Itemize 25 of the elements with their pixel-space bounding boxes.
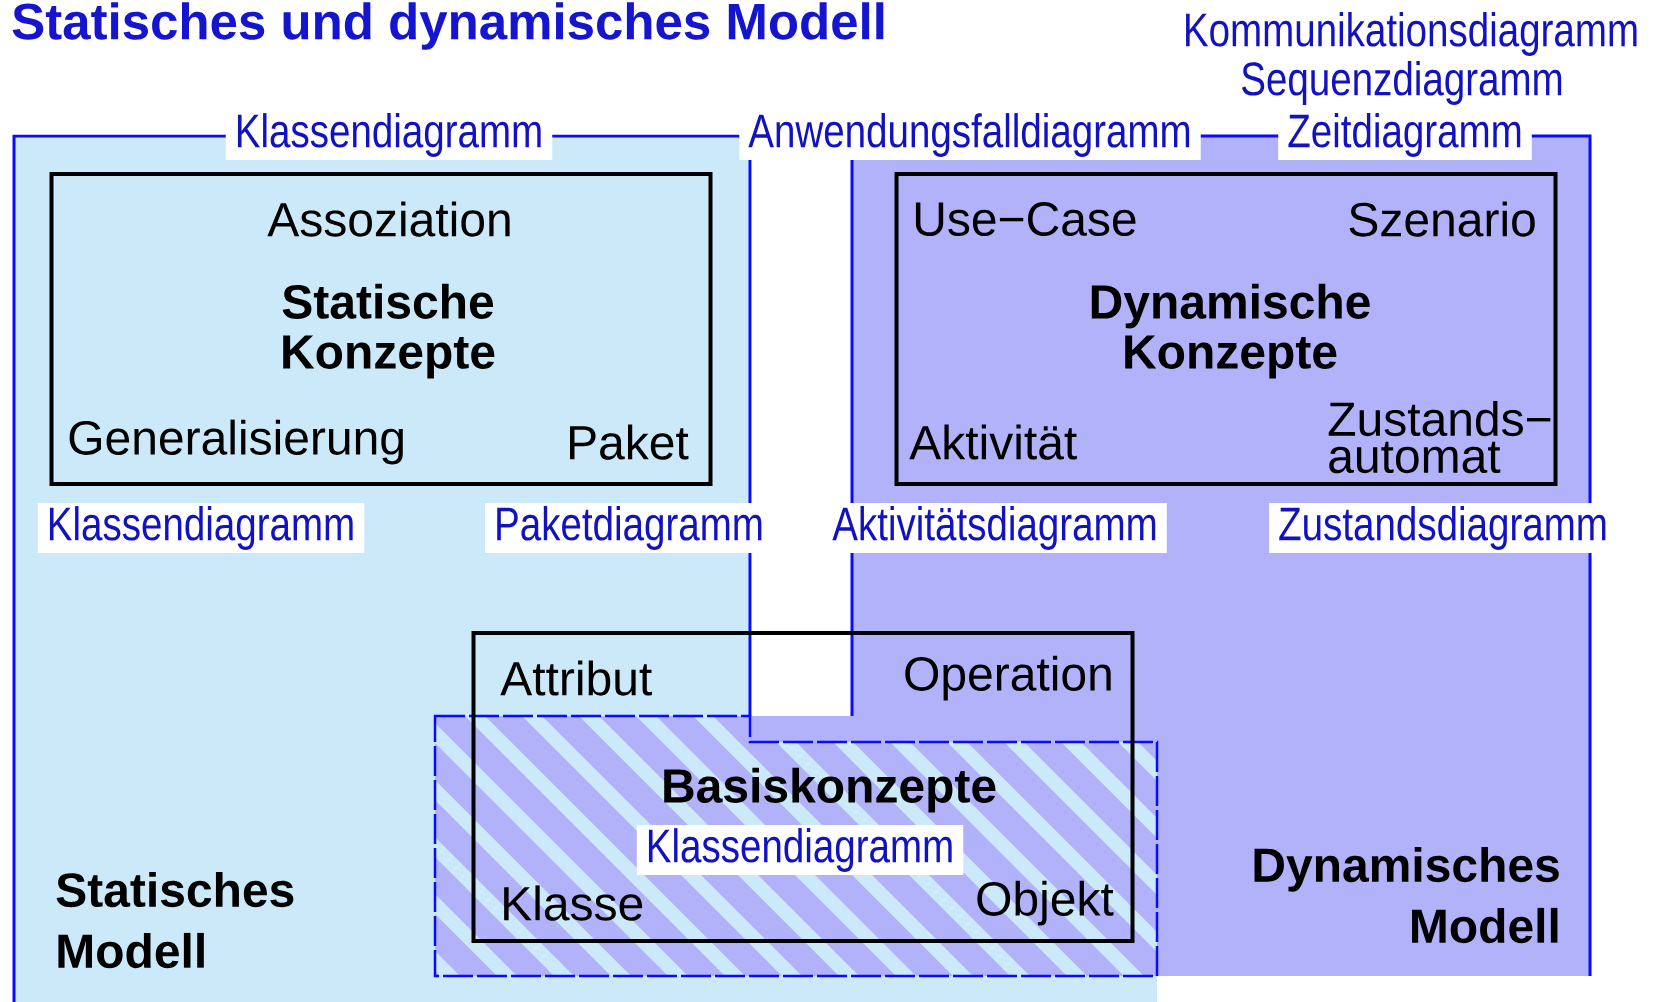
concept-label: Szenario xyxy=(1349,201,1535,237)
concept-label: Use−Case xyxy=(915,202,1136,236)
concept-label: Operation xyxy=(905,655,1111,701)
concept-box xyxy=(471,631,1135,943)
concept-label: Objekt xyxy=(977,880,1114,926)
concept-box xyxy=(49,172,713,486)
concept-label: Zustands− automat xyxy=(1328,400,1551,474)
diagram-label: Aktivitätsdiagramm xyxy=(823,503,1167,553)
diagram-label: Klassendiagramm xyxy=(636,825,964,875)
diagram-label: Klassendiagramm xyxy=(37,503,365,553)
diagram-label: Zustandsdiagramm xyxy=(1269,503,1617,553)
diagram-label: Sequenzdiagramm xyxy=(1242,61,1562,105)
concept-label: Paket xyxy=(570,424,689,460)
concept-label: Attribut xyxy=(500,660,652,696)
concept-label: Aktivität xyxy=(909,424,1077,460)
diagram-label: Klassendiagramm xyxy=(225,110,553,160)
concept-heading: Basiskonzepte xyxy=(664,767,996,813)
concept-label: Klasse xyxy=(504,885,643,921)
concept-label: Generalisierung xyxy=(69,419,403,465)
title: Statisches und dynamisches Modell xyxy=(12,2,884,50)
diagram-label: Kommunikationsdiagramm xyxy=(1186,12,1637,56)
diagram-label: Anwendungsfalldiagramm xyxy=(739,110,1201,160)
diagram-label: Paketdiagramm xyxy=(485,503,773,553)
concept-box xyxy=(894,172,1558,486)
diagram-label: Zeitdiagramm xyxy=(1278,110,1532,160)
